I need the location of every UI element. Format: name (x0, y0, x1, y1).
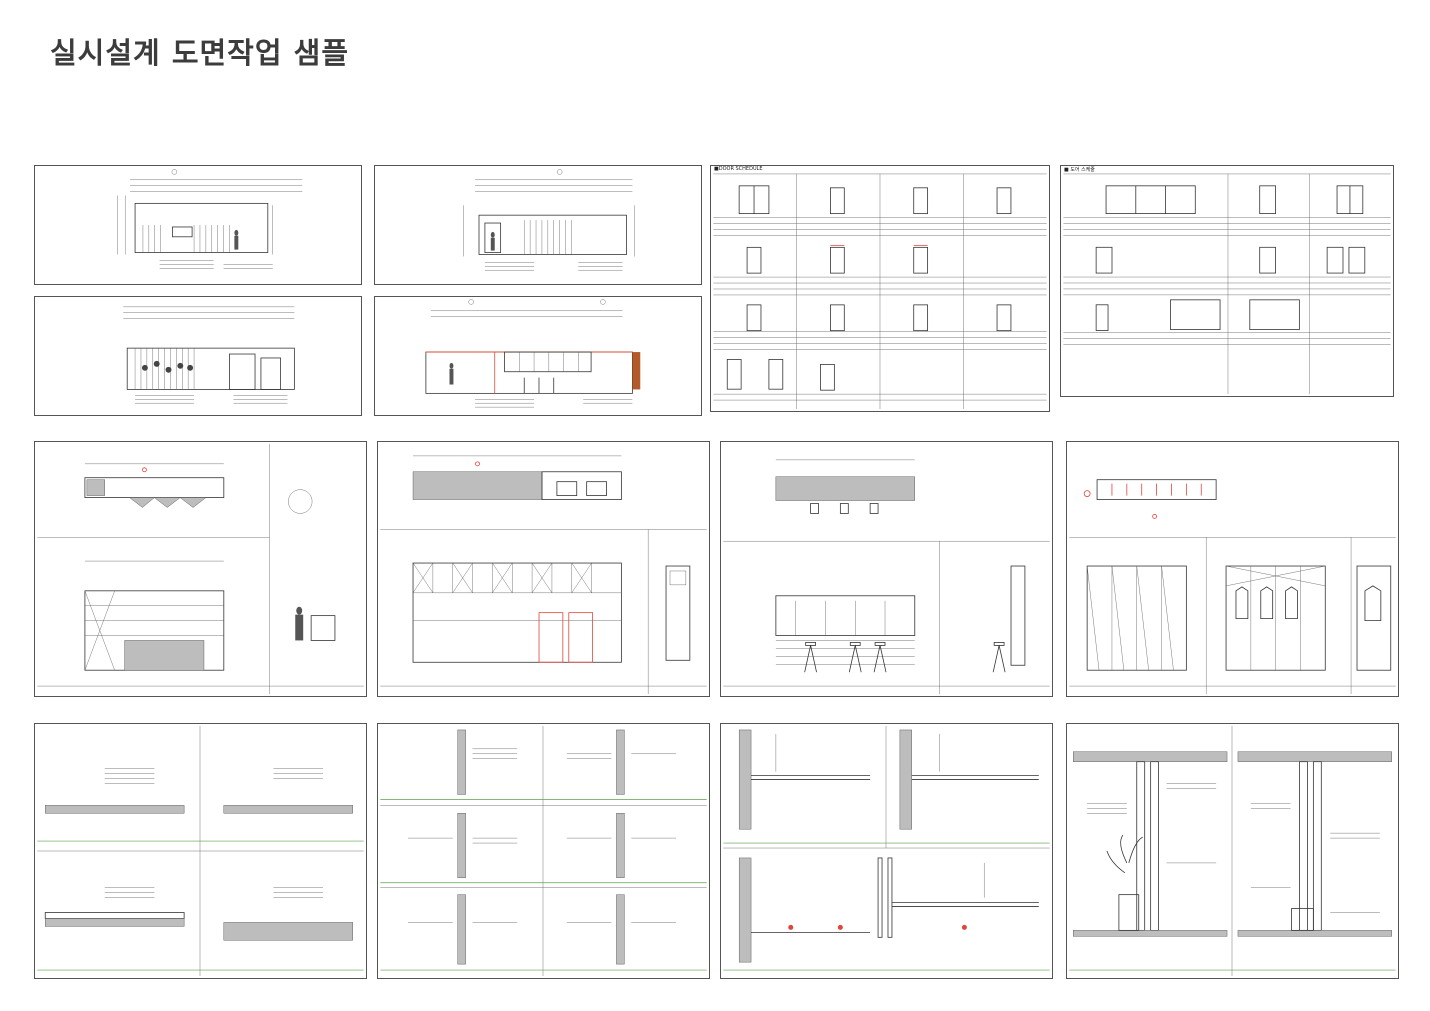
wardrobe-detail-drawing (1069, 479, 1396, 695)
wall-ceiling-section-sheet (1066, 723, 1399, 979)
counter-detail-drawing (380, 455, 707, 695)
floor-finish-detail-sheet (34, 723, 367, 979)
counter-detail-drawing (37, 443, 364, 695)
elevation-drawing (123, 306, 295, 404)
ceiling-detail-drawing (723, 725, 1050, 971)
floor-detail-drawing (37, 725, 364, 977)
sheet-title: ■ 도어 스케줄 (1064, 167, 1095, 173)
elevation-sheet-2 (374, 165, 702, 285)
page-title: 실시설계 도면작업 샘플 (50, 36, 349, 70)
counter-detail-sheet-1 (34, 441, 367, 697)
door-spec-grid (1063, 173, 1391, 395)
ceiling-detail-sheet (720, 723, 1053, 979)
elevation-sheet-1 (34, 165, 362, 285)
elevation-drawing (463, 169, 635, 271)
wardrobe-detail-sheet (1066, 441, 1399, 697)
bar-detail-drawing (723, 459, 1050, 695)
elevation-drawing (425, 299, 641, 408)
section-drawing (1069, 725, 1396, 977)
elevation-sheet-4 (374, 296, 702, 416)
door-schedule-grid (713, 173, 1047, 410)
sheet-title: ■DOOR SCHEDULE (714, 166, 763, 172)
door-spec-sheet: ■ 도어 스케줄 (1060, 165, 1394, 397)
door-schedule-sheet: ■DOOR SCHEDULE (710, 165, 1050, 412)
elevation-sheet-3 (34, 296, 362, 416)
counter-detail-sheet-2 (377, 441, 710, 697)
wall-section-detail-sheet (377, 723, 710, 979)
bar-detail-sheet (720, 441, 1053, 697)
elevation-drawing (117, 169, 303, 269)
wall-detail-drawing (380, 725, 707, 977)
